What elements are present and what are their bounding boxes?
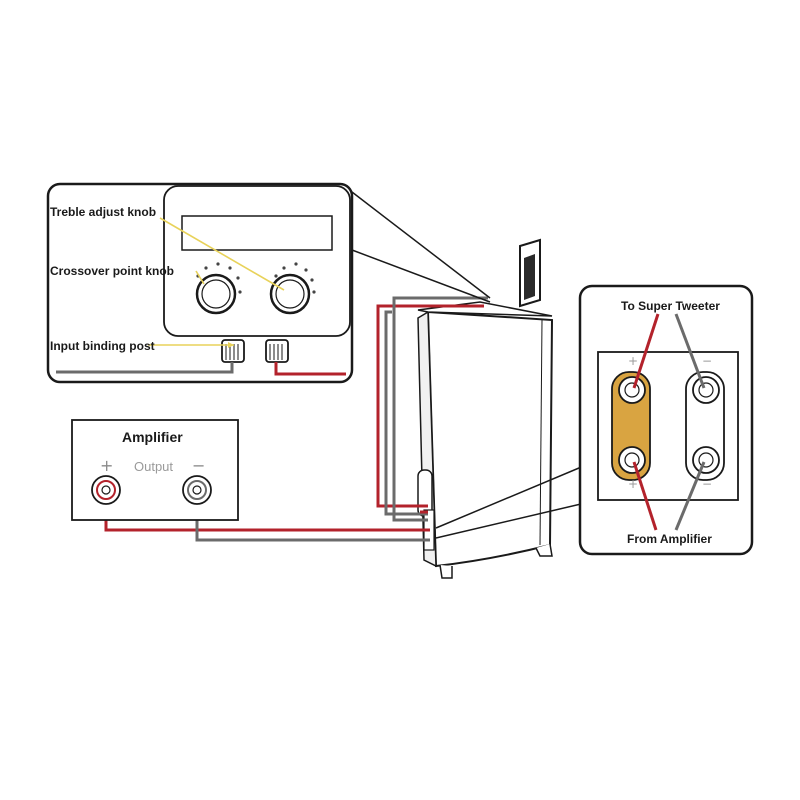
tweeter-wires [376,296,488,522]
knob-scale-marks [196,262,316,294]
amplifier-plus-sign: + [100,456,114,475]
amplifier-minus-sign: − [192,456,206,475]
amp-in-minus-sign: − [702,477,713,491]
leader-lines [148,217,285,346]
amplifier-in-negative-terminal[interactable] [692,446,720,474]
tweeter-negative-terminal[interactable] [692,376,720,404]
inset-terminal-detail [578,284,754,556]
crossover-point-label: Crossover point knob [50,264,175,278]
amp-in-plus-sign: + [628,477,639,491]
treble-adjust-knob[interactable] [269,273,311,315]
tweeter-plus-sign: + [628,354,639,368]
amplifier-negative-terminal[interactable] [182,475,212,505]
amplifier-title: Amplifier [122,429,183,445]
input-binding-post-label: Input binding post [50,339,155,353]
crossover-point-knob[interactable] [195,273,237,315]
amplifier-in-positive-terminal[interactable] [618,446,646,474]
from-amplifier-label: From Amplifier [627,532,712,546]
amplifier-positive-terminal[interactable] [91,475,121,505]
amplifier-output-label: Output [134,459,174,474]
treble-adjust-label: Treble adjust knob [50,205,157,219]
inset-rear-panel [46,182,354,384]
to-super-tweeter-label: To Super Tweeter [621,299,720,313]
tweeter-positive-terminal[interactable] [618,376,646,404]
zoom-lines [351,191,599,539]
speaker-cabinet [417,238,554,579]
tweeter-minus-sign: − [702,354,713,368]
amplifier-box [71,419,239,521]
